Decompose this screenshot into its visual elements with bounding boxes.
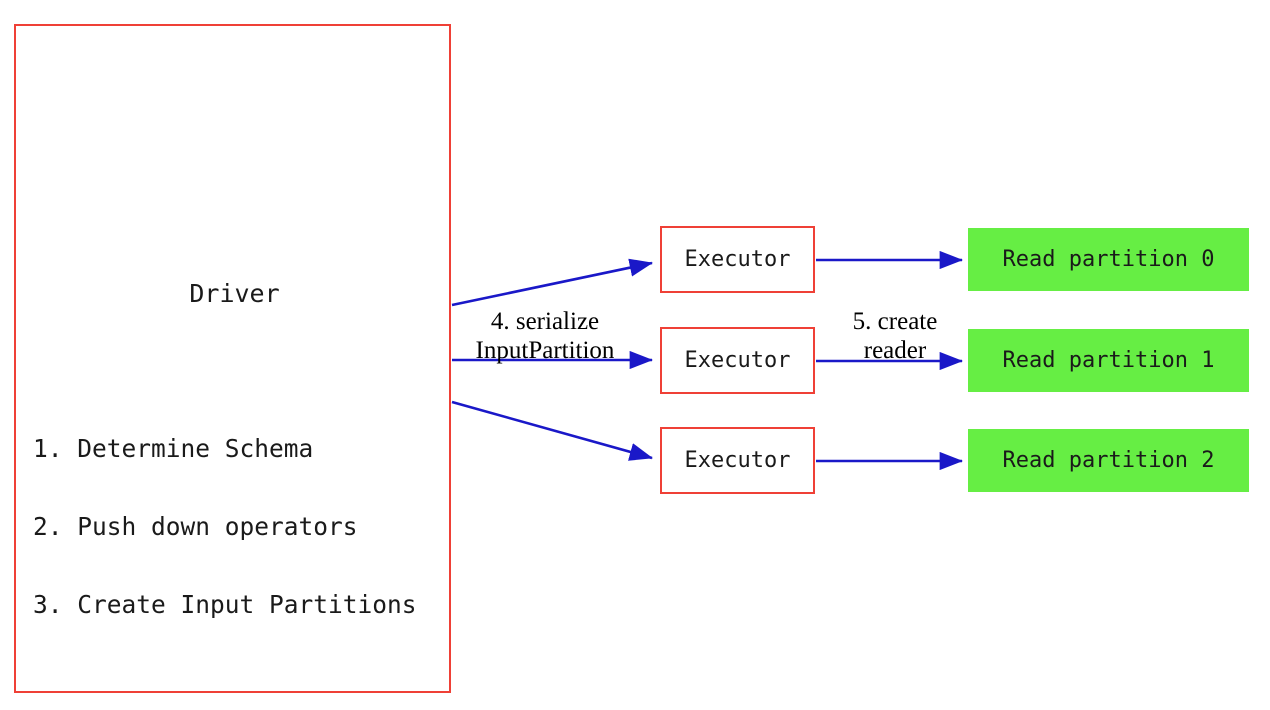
edge-label-serialize-inputpartition: 4. serialize InputPartition (450, 307, 640, 365)
driver-title: Driver (189, 279, 280, 308)
driver-step-1: 1. Determine Schema (33, 434, 314, 463)
read-partition-box-1: Read partition 1 (968, 329, 1249, 392)
arrow-driver-to-executor-3 (451, 400, 654, 461)
driver-step-3: 3. Create Input Partitions (33, 590, 417, 619)
edge-label-reader-line1: 5. create (852, 308, 938, 335)
executor-box-3: Executor (660, 427, 815, 494)
executor-box-1: Executor (660, 226, 815, 293)
executor-box-2: Executor (660, 327, 815, 394)
read-partition-box-2: Read partition 2 (968, 429, 1249, 492)
edge-label-serialize-line2: InputPartition (475, 337, 615, 364)
driver-step-2: 2. Push down operators (33, 512, 358, 541)
driver-steps-list: 1. Determine Schema 2. Push down operato… (33, 384, 417, 670)
edge-label-reader-line2: reader (863, 337, 927, 364)
read-partition-box-0: Read partition 0 (968, 228, 1249, 291)
arrow-driver-to-executor-1 (451, 258, 654, 307)
edge-label-serialize-line1: 4. serialize (490, 308, 600, 335)
edge-label-create-reader: 5. create reader (822, 307, 968, 365)
driver-box: Driver 1. Determine Schema 2. Push down … (14, 24, 451, 693)
